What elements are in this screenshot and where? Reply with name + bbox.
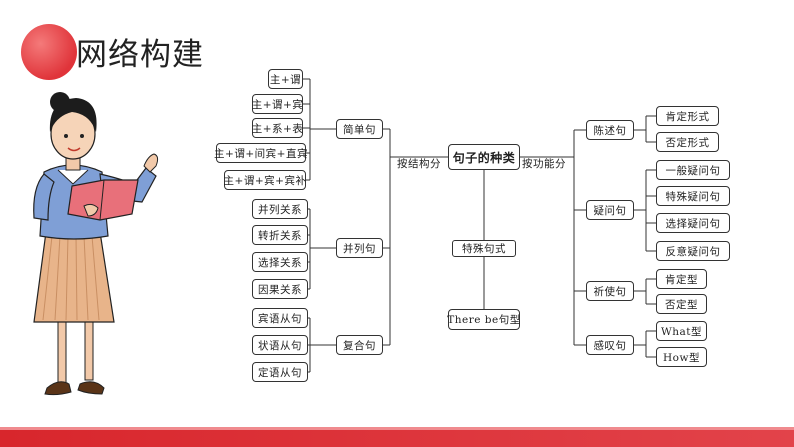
footer-bar xyxy=(0,427,794,447)
node-complex-clause-2: 状语从句 xyxy=(252,335,308,355)
node-alternative-question: 选择疑问句 xyxy=(656,213,730,233)
node-there-be: There be句型 xyxy=(447,309,520,330)
node-simple-pattern-1: 主+谓 xyxy=(268,69,303,89)
node-exclamatory: 感叹句 xyxy=(586,335,634,355)
node-simple-pattern-2: 主+谓+宾 xyxy=(252,94,303,114)
node-imperative-affirmative: 肯定型 xyxy=(656,269,707,289)
node-simple-pattern-3: 主+系+表 xyxy=(252,118,303,138)
node-imperative: 祈使句 xyxy=(586,281,634,301)
node-complex-sentence: 复合句 xyxy=(336,335,383,355)
node-simple-pattern-5: 主+谓+宾+宾补 xyxy=(224,170,306,190)
node-compound-sentence: 并列句 xyxy=(336,238,383,258)
title-decoration-circle xyxy=(21,24,77,80)
page-title: 网络构建 xyxy=(76,37,204,73)
node-tag-question: 反意疑问句 xyxy=(656,241,730,261)
label-by-structure: 按结构分 xyxy=(397,158,441,170)
node-compound-relation-2: 转折关系 xyxy=(252,225,308,245)
node-general-question: 一般疑问句 xyxy=(656,160,730,180)
node-compound-relation-3: 选择关系 xyxy=(252,252,308,272)
node-what-exclamation: What型 xyxy=(656,321,707,341)
node-declarative: 陈述句 xyxy=(586,120,634,140)
node-compound-relation-1: 并列关系 xyxy=(252,199,308,219)
node-complex-clause-3: 定语从句 xyxy=(252,362,308,382)
node-how-exclamation: How型 xyxy=(656,347,707,367)
node-simple-pattern-4: 主+谓+间宾+直宾 xyxy=(214,143,307,163)
node-complex-clause-1: 宾语从句 xyxy=(252,308,308,328)
node-root-sentence-types: 句子的种类 xyxy=(448,144,520,170)
label-by-function: 按功能分 xyxy=(522,158,566,170)
node-declarative-affirmative: 肯定形式 xyxy=(656,106,719,126)
node-declarative-negative: 否定形式 xyxy=(656,132,719,152)
node-imperative-negative: 否定型 xyxy=(656,294,707,314)
node-simple-sentence: 简单句 xyxy=(336,119,383,139)
node-special-question: 特殊疑问句 xyxy=(656,186,730,206)
node-interrogative: 疑问句 xyxy=(586,200,634,220)
node-special-pattern: 特殊句式 xyxy=(452,240,516,257)
node-compound-relation-4: 因果关系 xyxy=(252,279,308,299)
